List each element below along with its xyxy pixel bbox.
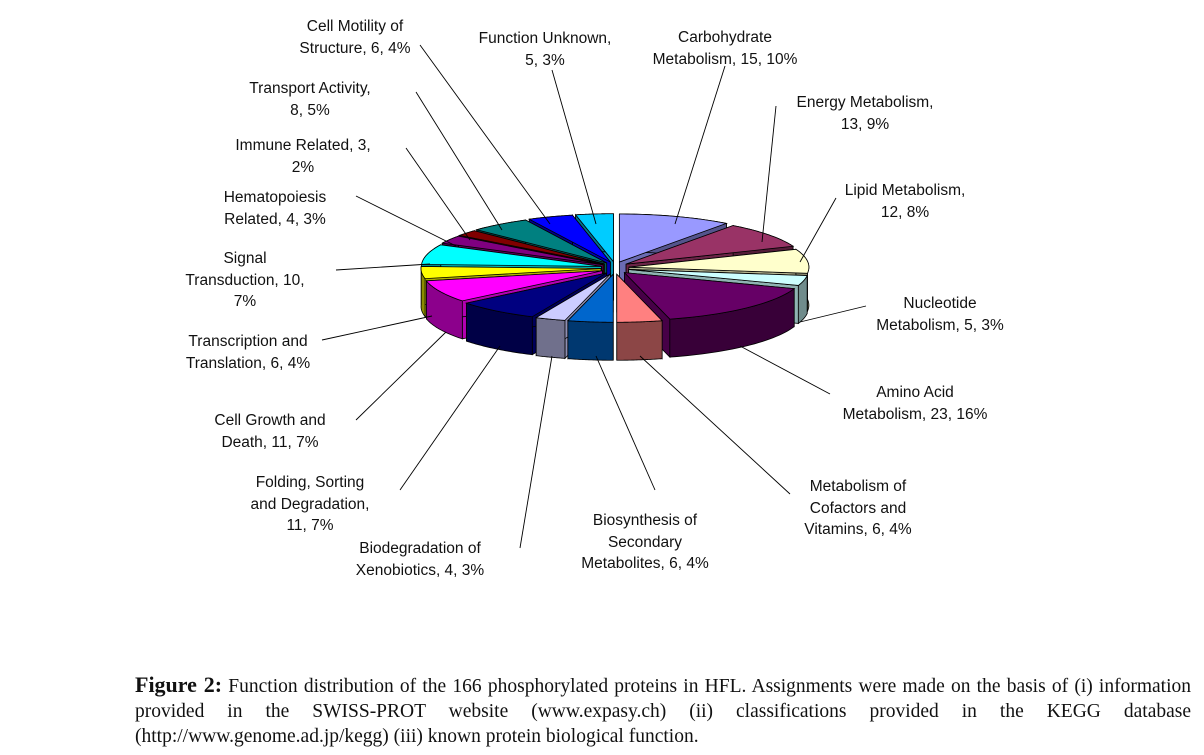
slice-label-line: and Degradation, — [250, 495, 370, 513]
leader-line — [321, 315, 433, 341]
pie-slice-6 — [566, 273, 614, 361]
slice-label-line: Metabolism of — [809, 478, 907, 495]
slice-label-line: Amino Acid — [876, 384, 954, 401]
slice-label-line: Secondary — [607, 533, 683, 551]
figure-caption: Figure 2: Function distribution of the 1… — [135, 672, 1191, 749]
slice-label-line: Function Unknown, — [478, 30, 612, 47]
slice-label-line: Metabolites, 6, 4% — [581, 555, 709, 572]
slice-top — [421, 244, 602, 267]
slice-label-line: 5, 3% — [525, 51, 565, 69]
pie-slice-5 — [616, 273, 664, 361]
slice-label-line: Cell Growth and — [214, 412, 326, 429]
slice-top — [475, 219, 607, 264]
leader-line — [419, 44, 551, 225]
slice-label-line: Transcription and — [188, 333, 308, 350]
slice-label: Energy Metabolism, 13, 9% — [797, 92, 934, 135]
slice-label-line: Cofactors and — [809, 499, 907, 517]
slice-label-line: Biosynthesis of — [592, 512, 698, 529]
slice-label: Transport Activity, 8, 5% — [249, 78, 370, 121]
slice-label-line: Carbohydrate — [678, 29, 772, 46]
slice-top — [528, 214, 611, 263]
slice-top — [425, 270, 603, 302]
leader-line — [519, 355, 553, 549]
leader-line — [739, 345, 831, 395]
slice-top — [534, 273, 611, 321]
slice-side — [616, 320, 663, 361]
leader-line — [595, 355, 656, 491]
slice-top — [566, 273, 614, 323]
slice-label-line: Cell Motility of — [306, 18, 404, 35]
slice-label-line: Metabolism, 23, 16% — [842, 405, 988, 423]
slice-label-line: Vitamins, 6, 4% — [804, 521, 912, 538]
slice-label-line: 2% — [291, 158, 315, 176]
slice-label-line: Metabolism, 15, 10% — [652, 50, 798, 68]
slice-top — [625, 225, 795, 265]
leader-line — [355, 331, 447, 421]
leader-line — [674, 65, 726, 225]
leader-line — [799, 197, 837, 263]
slice-label-line: Metabolism, 5, 3% — [876, 316, 1004, 334]
slice-top — [628, 248, 810, 274]
slice-label-line: Hematopoiesis — [223, 189, 327, 206]
slice-label: Biodegradation of Xenobiotics, 4, 3% — [356, 538, 484, 581]
slice-label-line: Death, 11, 7% — [221, 433, 319, 451]
leader-line — [399, 345, 501, 491]
slice-label-line: Related, 4, 3% — [224, 210, 326, 228]
slice-label-line: Biodegradation of — [359, 540, 481, 557]
leader-line — [761, 105, 777, 243]
caption-text: Function distribution of the 166 phospho… — [135, 675, 1191, 747]
slice-top — [420, 266, 602, 280]
slice-label-line: Lipid Metabolism, — [844, 182, 966, 199]
slice-label-line: Folding, Sorting — [255, 474, 365, 491]
slice-label-line: Immune Related, 3, — [235, 137, 371, 154]
slice-label-line: 13, 9% — [840, 115, 890, 133]
leader-line — [415, 91, 503, 231]
slice-label-line: Structure, 6, 4% — [299, 39, 411, 57]
slice-label: Cell Motility of Structure, 6, 4% — [299, 16, 410, 59]
slice-label-line: 8, 5% — [290, 101, 330, 119]
slice-side — [567, 320, 614, 361]
slice-label: Function Unknown, 5, 3% — [479, 28, 612, 71]
leader-line — [639, 355, 791, 495]
slice-label-line: Energy Metabolism, — [796, 94, 934, 111]
slice-label-line: Xenobiotics, 4, 3% — [355, 561, 485, 579]
slice-top — [623, 272, 796, 320]
slice-label: Folding, Sorting and Degradation, 11, 7% — [251, 472, 370, 537]
slice-label-line: Transport Activity, — [249, 80, 371, 97]
slice-top — [574, 213, 614, 263]
slice-side — [535, 317, 566, 359]
slice-label-line: Translation, 6, 4% — [185, 354, 311, 372]
slice-label: Lipid Metabolism, 12, 8% — [845, 180, 966, 223]
leader-line — [405, 147, 471, 241]
slice-label-line: Signal — [223, 250, 267, 267]
slice-label-line: Nucleotide — [903, 295, 977, 312]
leader-line — [799, 305, 867, 323]
slice-top — [464, 272, 607, 318]
slice-label-line: Transduction, 10, — [185, 271, 305, 289]
slice-top — [441, 235, 604, 266]
leader-line — [551, 69, 597, 225]
slice-top — [618, 213, 728, 263]
slice-label-line: 12, 8% — [880, 203, 930, 221]
caption-label: Figure 2: — [135, 671, 223, 697]
slice-label-line: 11, 7% — [286, 517, 334, 534]
slice-label-line: 7% — [233, 293, 257, 310]
slice-label: Immune Related, 3, 2% — [235, 135, 370, 178]
leader-line — [355, 195, 457, 247]
slice-top — [458, 230, 605, 265]
slice-top — [616, 273, 664, 323]
pie-chart — [321, 44, 867, 549]
leader-line — [335, 263, 431, 271]
slice-top — [628, 269, 808, 286]
